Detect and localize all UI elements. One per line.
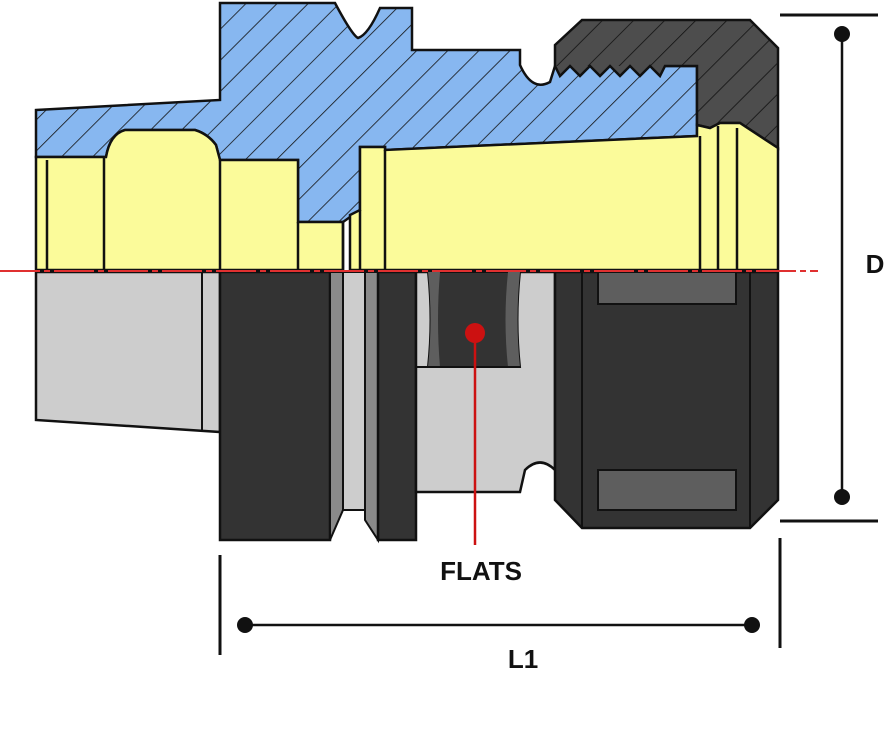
flats-callout: FLATS [440,323,522,586]
section-view-upper-half [34,1,780,272]
drive-ring [364,271,379,544]
collet-section [34,128,345,272]
flats-label: FLATS [440,556,522,586]
length-dimension: L1 [218,538,782,674]
diameter-label: D [866,249,885,279]
taper-shank [34,270,222,434]
flange [218,270,332,542]
nut-slot-bottom [597,469,737,511]
length-label: L1 [508,644,538,674]
external-view-lower-half [34,270,780,544]
diameter-dimension: D [780,13,885,523]
flats-marker [465,323,485,343]
nut-slot-top [597,271,737,305]
